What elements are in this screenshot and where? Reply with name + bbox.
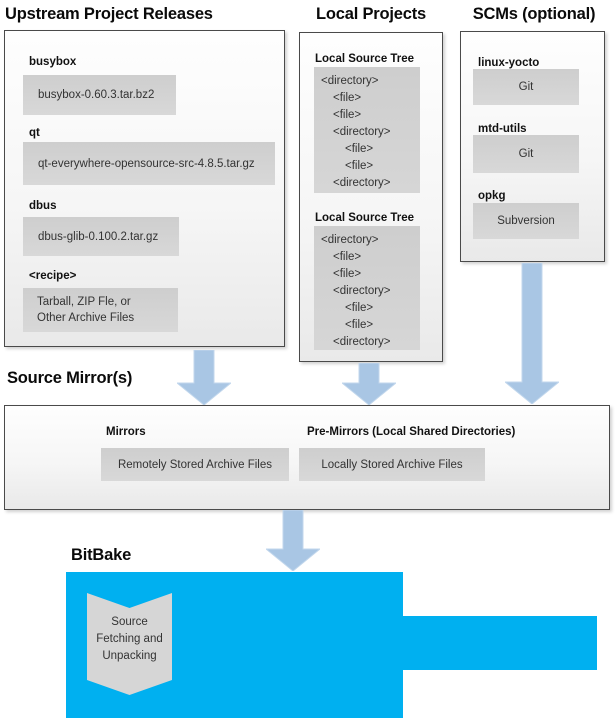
local-source-tree-label-1: Local Source Tree bbox=[315, 53, 415, 65]
qt-tarball-box: qt-everywhere-opensource-src-4.8.5.tar.g… bbox=[23, 142, 275, 185]
arrow-upstream-to-mirrors-icon bbox=[177, 350, 231, 405]
tree-line: <file> bbox=[333, 109, 362, 121]
upstream-releases-title: Upstream Project Releases bbox=[5, 5, 213, 23]
scms-title: SCMs (optional) bbox=[472, 5, 596, 23]
busybox-tarball-box: busybox-0.60.3.tar.bz2 bbox=[23, 75, 176, 115]
bitbake-title: BitBake bbox=[71, 546, 132, 564]
source-mirrors-title: Source Mirror(s) bbox=[7, 369, 133, 387]
banner-line-1: Source bbox=[111, 616, 148, 628]
mirrors-label: Mirrors bbox=[106, 426, 146, 438]
busybox-label: busybox bbox=[29, 56, 77, 68]
banner-line-3: Unpacking bbox=[102, 650, 157, 662]
local-source-tree-label-2: Local Source Tree bbox=[315, 212, 415, 224]
dbus-label: dbus bbox=[29, 200, 57, 212]
linux-yocto-scm-box: Git bbox=[473, 69, 579, 105]
tree-line: <directory> bbox=[333, 177, 391, 189]
tree-line: <directory> bbox=[321, 75, 379, 87]
arrow-scms-to-mirrors-icon bbox=[505, 263, 559, 404]
recipe-archive-box: Tarball, ZIP Fle, or Other Archive Files bbox=[23, 288, 178, 332]
tree-line: <file> bbox=[345, 302, 374, 314]
arrow-local-to-mirrors-icon bbox=[342, 363, 396, 405]
source-fetching-banner: Source Fetching and Unpacking bbox=[87, 593, 172, 695]
banner-line-2: Fetching and bbox=[96, 633, 163, 645]
opkg-label: opkg bbox=[478, 190, 506, 202]
tree-line: <directory> bbox=[333, 126, 391, 138]
linux-yocto-label: linux-yocto bbox=[478, 57, 540, 69]
qt-label: qt bbox=[29, 127, 40, 139]
tree-line: <file> bbox=[345, 160, 374, 172]
mirrors-archive-box: Remotely Stored Archive Files bbox=[101, 448, 289, 481]
tree-line: <file> bbox=[333, 92, 362, 104]
mtd-utils-scm-box: Git bbox=[473, 135, 579, 173]
tree-line: <file> bbox=[333, 268, 362, 280]
opkg-scm-box: Subversion bbox=[473, 203, 579, 239]
premirrors-archive-box: Locally Stored Archive Files bbox=[299, 448, 485, 481]
dbus-tarball-box: dbus-glib-0.100.2.tar.gz bbox=[23, 217, 179, 256]
local-projects-panel: Local Source Tree <directory> <file> <fi… bbox=[299, 32, 443, 362]
scms-panel: linux-yocto Git mtd-utils Git opkg Subve… bbox=[460, 31, 605, 262]
recipe-archive-line-2: Other Archive Files bbox=[37, 312, 135, 324]
local-source-tree-box-2: <directory> <file> <file> <directory> <f… bbox=[314, 226, 420, 350]
local-projects-title: Local Projects bbox=[316, 5, 426, 23]
upstream-releases-panel: busybox busybox-0.60.3.tar.bz2 qt qt-eve… bbox=[4, 30, 285, 347]
local-source-tree-box-1: <directory> <file> <file> <directory> <f… bbox=[314, 67, 420, 193]
tree-line: <directory> bbox=[321, 234, 379, 246]
tree-line: <file> bbox=[333, 251, 362, 263]
recipe-label: <recipe> bbox=[29, 270, 77, 282]
tree-line: <file> bbox=[345, 319, 374, 331]
mtd-utils-label: mtd-utils bbox=[478, 123, 527, 135]
bitbake-output-arm bbox=[403, 616, 597, 670]
arrow-mirrors-to-bitbake-icon bbox=[266, 510, 320, 571]
tree-line: <file> bbox=[345, 143, 374, 155]
premirrors-label: Pre-Mirrors (Local Shared Directories) bbox=[307, 426, 516, 438]
source-mirrors-panel: Mirrors Remotely Stored Archive Files Pr… bbox=[4, 405, 610, 510]
tree-line: <directory> bbox=[333, 336, 391, 348]
recipe-archive-line-1: Tarball, ZIP Fle, or bbox=[37, 296, 131, 308]
tree-line: <directory> bbox=[333, 285, 391, 297]
